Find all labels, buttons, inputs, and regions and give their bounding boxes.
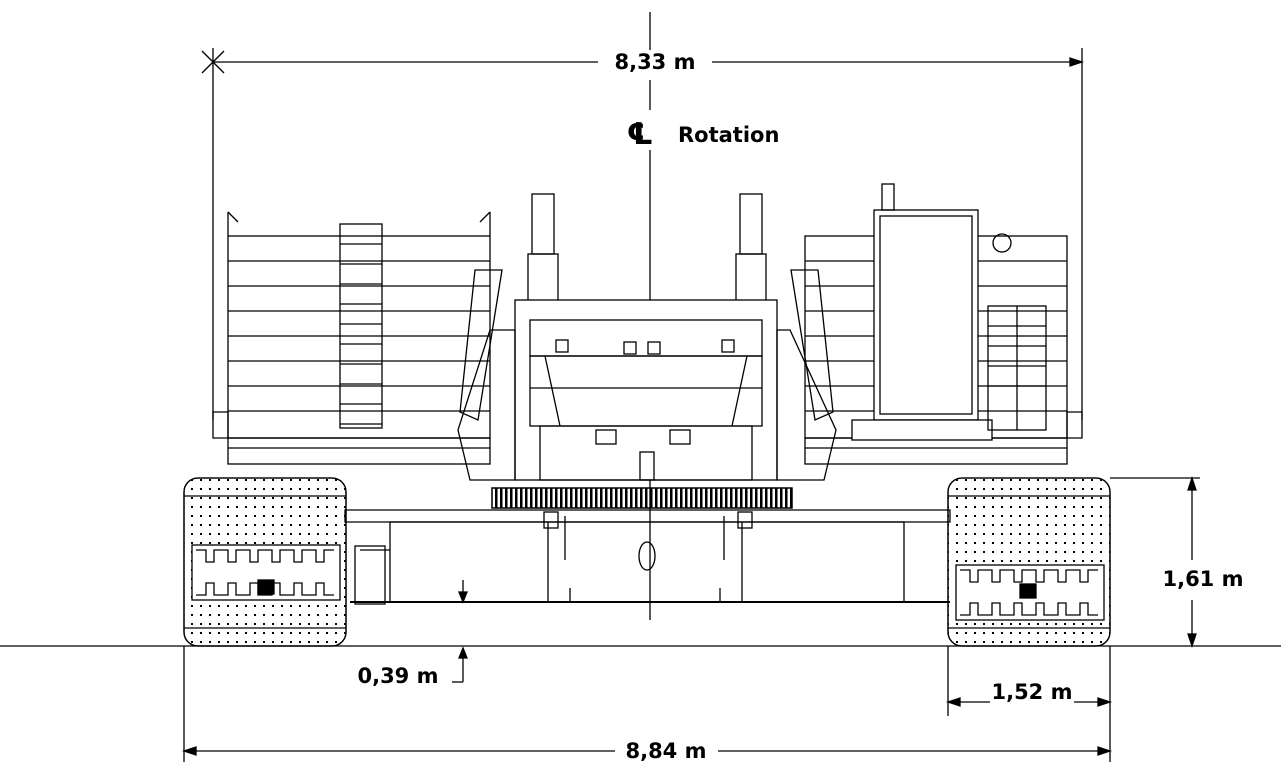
left-ladder bbox=[339, 223, 383, 429]
left-deck bbox=[212, 211, 491, 465]
dimension-label-track-width: 1,52 m bbox=[991, 680, 1072, 704]
boom-foot-cylinders bbox=[527, 193, 767, 315]
centre-frame bbox=[514, 299, 778, 481]
dimension-ground-clearance bbox=[452, 580, 468, 683]
left-crawler-track bbox=[183, 477, 347, 647]
dimension-label-ground-clearance: 0,39 m bbox=[357, 664, 438, 688]
engine-housing bbox=[851, 183, 1012, 441]
carbody bbox=[344, 509, 951, 605]
dimension-track-height bbox=[1110, 475, 1200, 649]
dimension-label-overall-width: 8,84 m bbox=[625, 739, 706, 763]
right-railing bbox=[987, 305, 1047, 431]
dimension-label-upper-width: 8,33 m bbox=[614, 50, 695, 74]
slewing-ring bbox=[491, 487, 793, 509]
centerline-symbol: ℄ bbox=[627, 117, 654, 152]
dimension-upper-width bbox=[201, 48, 1085, 420]
dimension-track-width bbox=[945, 646, 1113, 716]
side-frames bbox=[457, 269, 837, 481]
dimension-label-track-height: 1,61 m bbox=[1162, 567, 1243, 591]
right-crawler-track bbox=[947, 477, 1111, 647]
centerline-label: Rotation bbox=[678, 123, 779, 147]
dimension-overall-width bbox=[181, 646, 1113, 762]
